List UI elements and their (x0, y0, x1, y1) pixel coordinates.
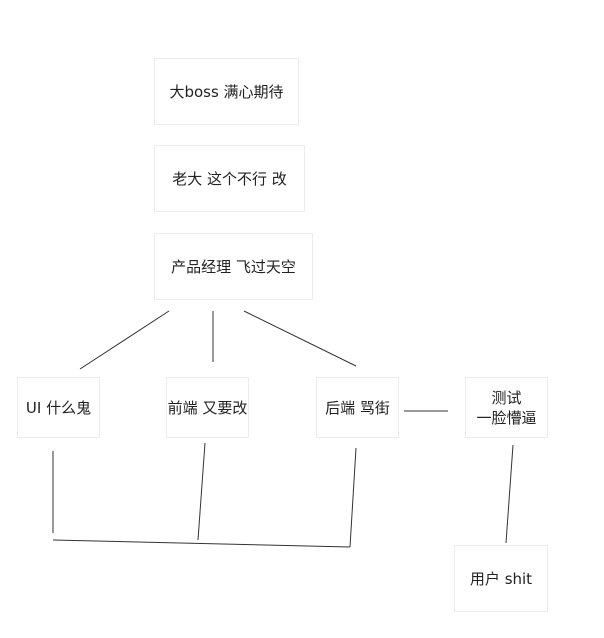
node-user-label: 用户 shit (469, 569, 533, 588)
node-ui[interactable]: UI 什么鬼 (17, 377, 100, 438)
edge-frontend-down (197, 442, 206, 541)
edge-pm-to-ui (79, 310, 170, 370)
node-user[interactable]: 用户 shit (454, 545, 548, 612)
node-frontend-label: 前端 又要改 (167, 398, 248, 417)
node-lead[interactable]: 老大 这个不行 改 (154, 145, 305, 212)
node-backend-label: 后端 骂街 (325, 398, 390, 417)
node-ui-label: UI 什么鬼 (25, 398, 92, 417)
edge-backend-down (349, 447, 357, 548)
node-frontend[interactable]: 前端 又要改 (166, 377, 249, 438)
node-lead-label: 老大 这个不行 改 (172, 169, 287, 188)
node-qa-label-line1: 测试 (491, 388, 522, 407)
edge-pm-to-backend (243, 310, 357, 367)
edge-bottom-join (52, 539, 351, 548)
node-boss-label: 大boss 满心期待 (169, 82, 284, 101)
node-boss[interactable]: 大boss 满心期待 (154, 58, 299, 125)
node-qa[interactable]: 测试 一脸懵逼 (465, 377, 548, 438)
node-product-manager[interactable]: 产品经理 飞过天空 (154, 233, 313, 300)
edge-qa-to-user (505, 444, 514, 544)
node-product-manager-label: 产品经理 飞过天空 (171, 257, 296, 276)
node-qa-label-line2: 一脸懵逼 (476, 408, 537, 427)
node-backend[interactable]: 后端 骂街 (316, 377, 399, 438)
